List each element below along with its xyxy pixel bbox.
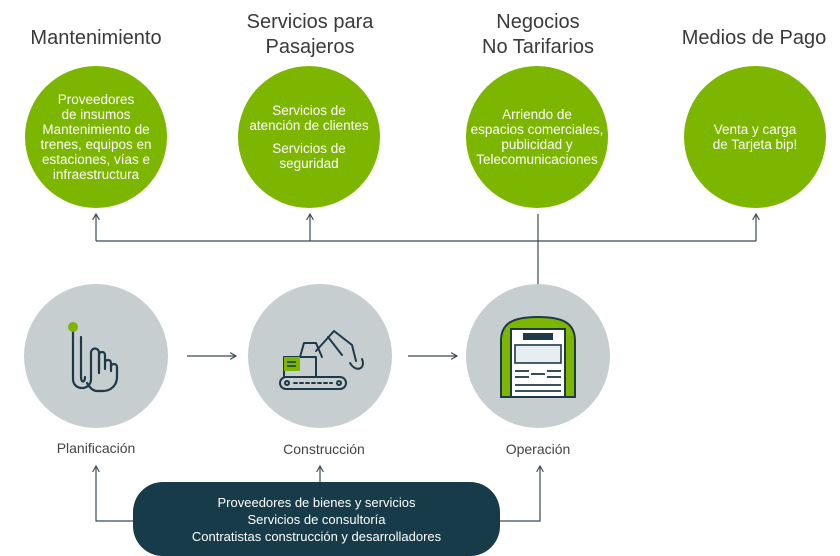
phase-circle-construccion [248, 284, 392, 428]
phase-circle-planificacion [24, 284, 168, 428]
negocios-text: Arriendo de espacios comerciales, public… [470, 107, 604, 167]
feed-to-operacion [500, 464, 544, 522]
servicios-atencion-text: Servicios de atención de clientes [249, 103, 369, 133]
feed-to-planificacion [92, 464, 133, 522]
heading-mantenimiento: Mantenimiento [30, 27, 162, 49]
circle-mantenimiento: Proveedores de insumos Mantenimiento de … [25, 66, 167, 208]
heading-servicios-pasajeros: Servicios para Pasajeros [246, 11, 374, 58]
supplier-line-contratistas: Contratistas construcción y desarrollado… [191, 528, 442, 544]
heading-negocios-no-tarifarios: Negocios No Tarifarios [482, 11, 594, 58]
medios-pago-text: Venta y carga de Tarjeta bip! [712, 122, 798, 152]
supplier-line-consultoria: Servicios de consultoría [247, 511, 386, 527]
metro-train-icon [500, 315, 576, 398]
touch-hand-icon [68, 322, 119, 393]
excavator-icon [279, 330, 364, 390]
servicios-seguridad-text: Servicios de seguridad [272, 141, 346, 171]
circle-negocios-no-tarifarios: Arriendo de espacios comerciales, public… [466, 66, 608, 208]
phase-label-planificacion: Planificación [56, 440, 136, 456]
mantenimiento-text: Proveedores de insumos Mantenimiento de … [40, 92, 152, 182]
circle-medios-de-pago: Venta y carga de Tarjeta bip! [684, 66, 826, 208]
supplier-line-bienes-servicios: Proveedores de bienes y servicios [217, 494, 416, 510]
phase-label-construccion: Construcción [283, 441, 365, 457]
phase-circle-operacion [466, 284, 610, 428]
heading-medios-de-pago: Medios de Pago [681, 27, 827, 49]
phase-label-operacion: Operación [505, 441, 571, 457]
circle-servicios-pasajeros: Servicios de atención de clientes Servic… [238, 66, 380, 208]
suppliers-box: Proveedores de bienes y servicios Servic… [133, 482, 500, 556]
